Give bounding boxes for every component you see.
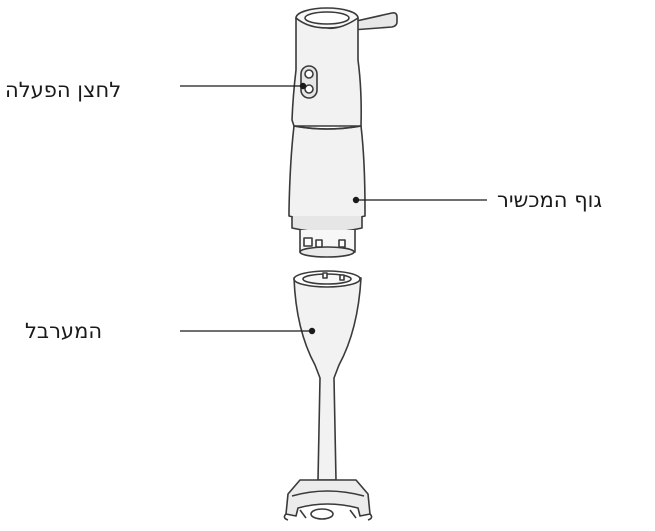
guard-window [311,509,333,519]
motor-housing [289,126,365,221]
callout-dot-power [300,83,306,89]
top-cap-inner [305,12,349,24]
device-body-drawing [289,8,397,257]
callout-dot-shaft [309,328,315,334]
coupling-ring [292,216,362,232]
connector-tooth [339,240,345,247]
blender-shaft-drawing [284,271,371,520]
label-power-button: לחצן הפעלה [5,80,170,101]
connector-tooth [304,238,312,246]
callout-dot-body [353,197,359,203]
shaft-body [294,274,361,480]
label-blender-shaft: המערבל [25,321,175,342]
connector-tooth [316,240,322,247]
label-device-body: גוף המכשיר [497,190,647,211]
